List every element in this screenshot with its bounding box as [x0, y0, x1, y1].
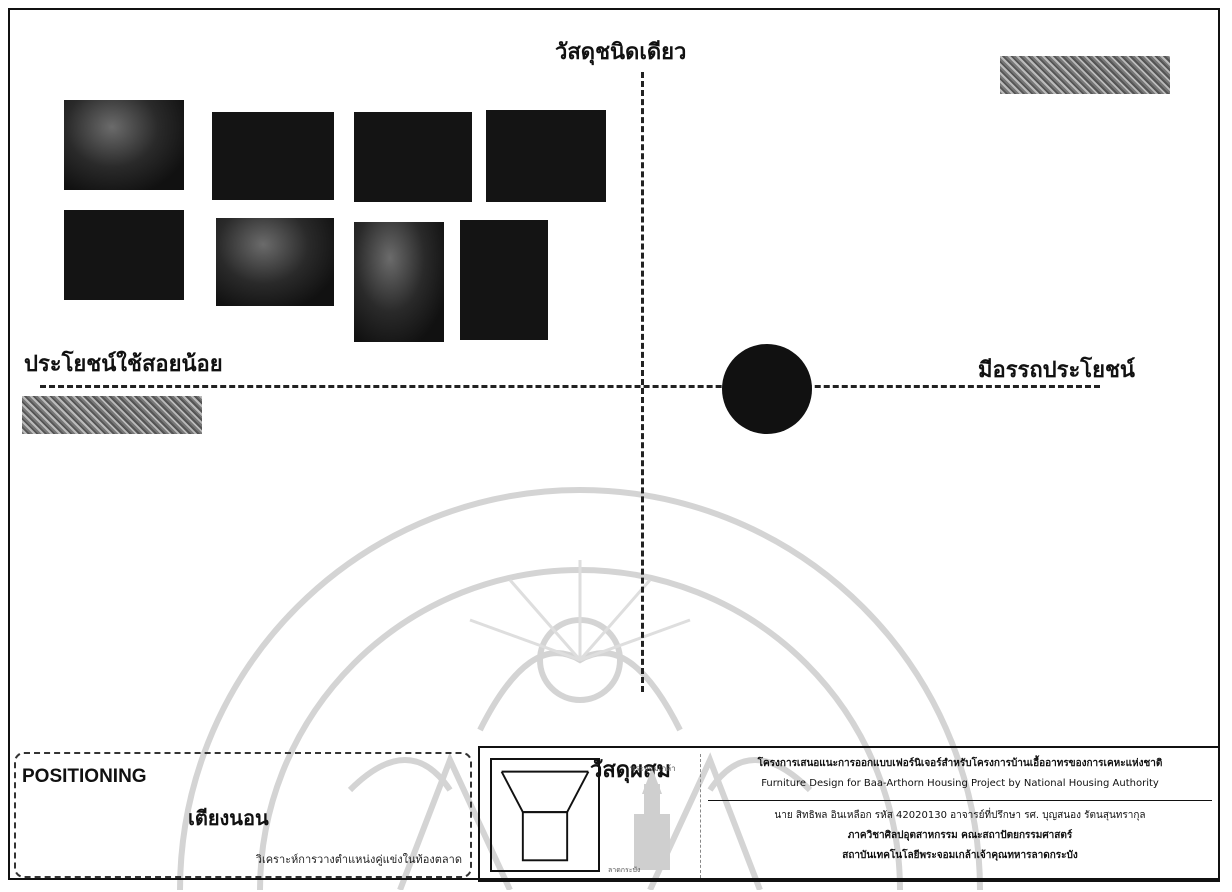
bed-sketch [490, 758, 600, 872]
project-title-thai: โครงการเสนอแนะการออกแบบเฟอร์นิเจอร์สำหรั… [757, 758, 1163, 769]
institute-line: สถาบันเทคโนโลยีพระจอมเกล้าเจ้าคุณทหารลาด… [842, 850, 1078, 861]
institute-logo-icon [634, 768, 670, 870]
competitor-photo [216, 218, 334, 306]
competitor-photo [64, 100, 184, 190]
positioning-title: POSITIONING [22, 766, 147, 787]
vertical-axis-line [641, 72, 644, 692]
diagram-frame [8, 8, 1220, 880]
horizontal-axis-line [40, 385, 1100, 388]
positioning-product: เตียงนอน [188, 806, 269, 830]
axis-label-top: วัสดุชนิดเดียว [555, 39, 687, 65]
positioning-description: วิเคราะห์การวางตำแหน่งคู่แข่งในท้องตลาด [255, 853, 462, 866]
competitor-photo [486, 110, 606, 202]
axis-label-left: ประโยชน์ใช้สอยน้อย [24, 351, 223, 377]
axis-label-bottom: วัสดุผสม [590, 757, 671, 783]
title-block-divider [708, 800, 1212, 801]
product-tag-top-right [1000, 56, 1170, 94]
institute-logo-text: พระจอมเกล้า [630, 764, 676, 773]
author-advisor-line: นาย สิทธิพล อินเหลือก รหัส 42020130 อาจา… [774, 810, 1146, 821]
product-tag-left [22, 396, 202, 434]
axis-label-right: มีอรรถประโยชน์ [978, 357, 1135, 383]
competitor-photo [460, 220, 548, 340]
institute-logo-subtext: ลาดกระบัง [608, 866, 641, 874]
competitor-photo [64, 210, 184, 300]
department-line: ภาควิชาศิลปอุตสาหกรรม คณะสถาปัตยกรรมศาสต… [847, 830, 1073, 841]
title-block: พระจอมเกล้า ลาดกระบัง โครงการเสนอแนะการอ… [478, 746, 1220, 882]
competitor-photo [212, 112, 334, 200]
positioning-box: POSITIONING เตียงนอน วิเคราะห์การวางตำแห… [14, 752, 472, 878]
competitor-photo [354, 222, 444, 342]
project-title-english: Furniture Design for Baa-Arthorn Housing… [761, 778, 1159, 789]
institute-logo: พระจอมเกล้า ลาดกระบัง [604, 754, 701, 878]
product-position-marker [722, 344, 812, 434]
institute-seal-watermark [177, 487, 983, 890]
competitor-photo [354, 112, 472, 202]
